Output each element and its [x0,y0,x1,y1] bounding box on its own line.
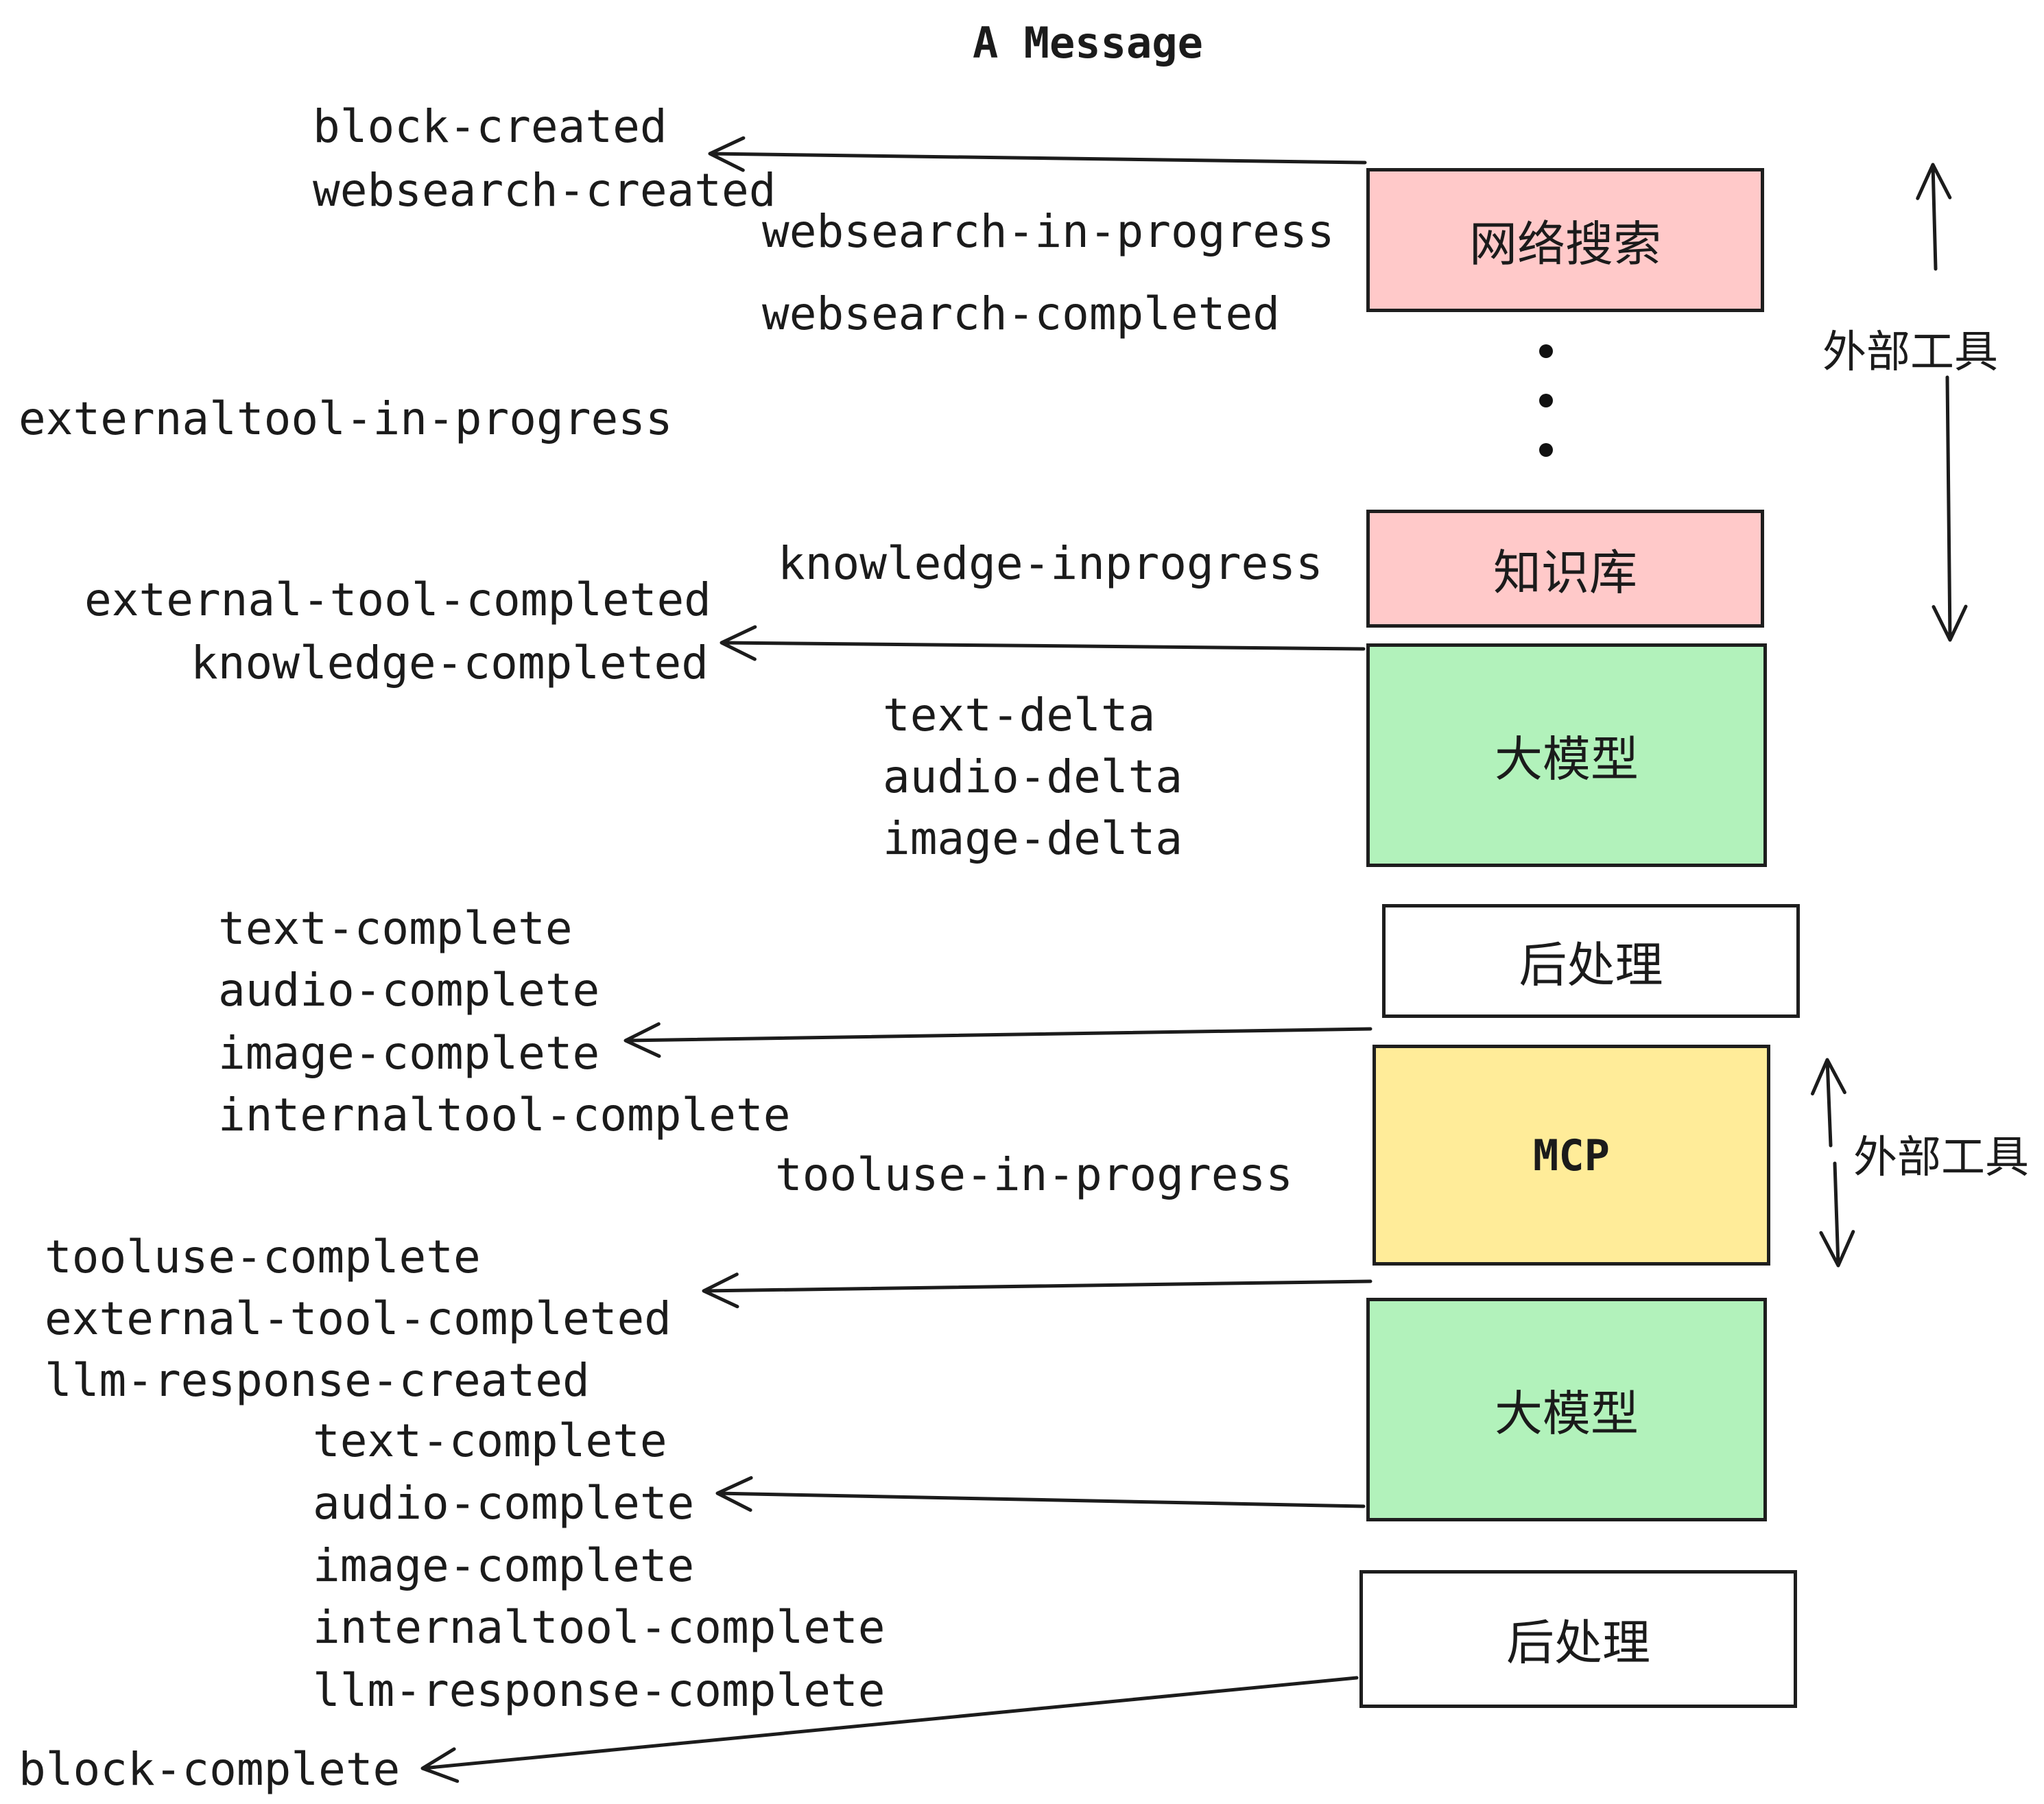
box-websearch: 网络搜索 [1366,168,1764,312]
arrow-external-tools-up-2 [1811,1058,1846,1148]
event-label-audio-delta: audio-delta [883,750,1183,803]
arrow-external-tools-up-1 [1916,163,1952,271]
box-llm-2: 大模型 [1366,1298,1767,1521]
ellipsis-dot-1 [1539,344,1553,358]
event-label-image-delta: image-delta [883,812,1183,865]
event-label-image-complete: image-complete [218,1027,600,1080]
box-label-llm-1: 大模型 [1495,731,1639,787]
box-mcp: MCP [1372,1045,1770,1266]
box-label-knowledge: 知识库 [1493,544,1637,601]
event-label-internaltool-complete: internaltool-complete [218,1089,791,1141]
arrow-to-image-complete [623,1022,1372,1058]
event-label-tooluse-in-progress: tooluse-in-progress [775,1148,1293,1201]
side-label-external-tools-1: 外部工具 [1822,327,1998,378]
event-label-websearch-created: websearch-created [313,164,776,217]
event-label-internaltool-complete: internaltool-complete [313,1601,886,1654]
ellipsis-dot-2 [1539,394,1553,407]
arrow-to-audio-complete [715,1476,1366,1512]
ellipsis-dot-3 [1539,443,1553,457]
event-label-knowledge-completed: knowledge-completed [191,637,709,689]
event-label-text-delta: text-delta [883,689,1156,741]
box-label-postprocess-2: 后处理 [1506,1615,1650,1671]
event-label-websearch-completed: websearch-completed [762,287,1280,340]
box-label-mcp: MCP [1533,1130,1610,1180]
arrow-to-tooluse-complete [702,1272,1372,1309]
arrow-to-block-created [708,136,1367,172]
event-label-audio-complete: audio-complete [218,964,600,1017]
event-label-external-tool-completed: external-tool-completed [84,573,711,626]
arrow-external-tools-down-1 [1932,375,1968,642]
box-knowledge: 知识库 [1366,510,1764,628]
box-postprocess-2: 后处理 [1359,1570,1797,1708]
event-label-tooluse-complete: tooluse-complete [45,1231,481,1283]
event-label-websearch-in-progress: websearch-in-progress [762,205,1335,258]
side-label-external-tools-2: 外部工具 [1853,1132,2029,1183]
event-label-llm-response-created: llm-response-created [45,1354,590,1407]
arrow-external-tools-down-2 [1819,1161,1855,1268]
event-label-text-complete: text-complete [313,1414,667,1467]
event-label-block-created: block-created [313,100,667,153]
event-label-external-tool-completed: external-tool-completed [45,1292,672,1345]
event-label-knowledge-inprogress: knowledge-inprogress [778,537,1323,590]
arrow-to-knowledge-completed [720,625,1366,661]
event-label-llm-response-complete: llm-response-complete [313,1664,886,1717]
event-label-image-complete: image-complete [313,1539,695,1592]
event-label-externaltool-in-progress: externaltool-in-progress [19,392,673,445]
event-label-audio-complete: audio-complete [313,1477,695,1530]
event-label-block-complete: block-complete [19,1743,401,1796]
box-label-postprocess-1: 后处理 [1519,936,1663,993]
event-label-text-complete: text-complete [218,902,573,955]
diagram-title: A Message [973,18,1203,68]
box-llm-1: 大模型 [1366,643,1767,867]
arrow-to-block-complete [420,1676,1359,1783]
box-label-llm-2: 大模型 [1495,1385,1639,1442]
box-postprocess-1: 后处理 [1382,904,1800,1018]
box-label-websearch: 网络搜索 [1469,215,1661,272]
